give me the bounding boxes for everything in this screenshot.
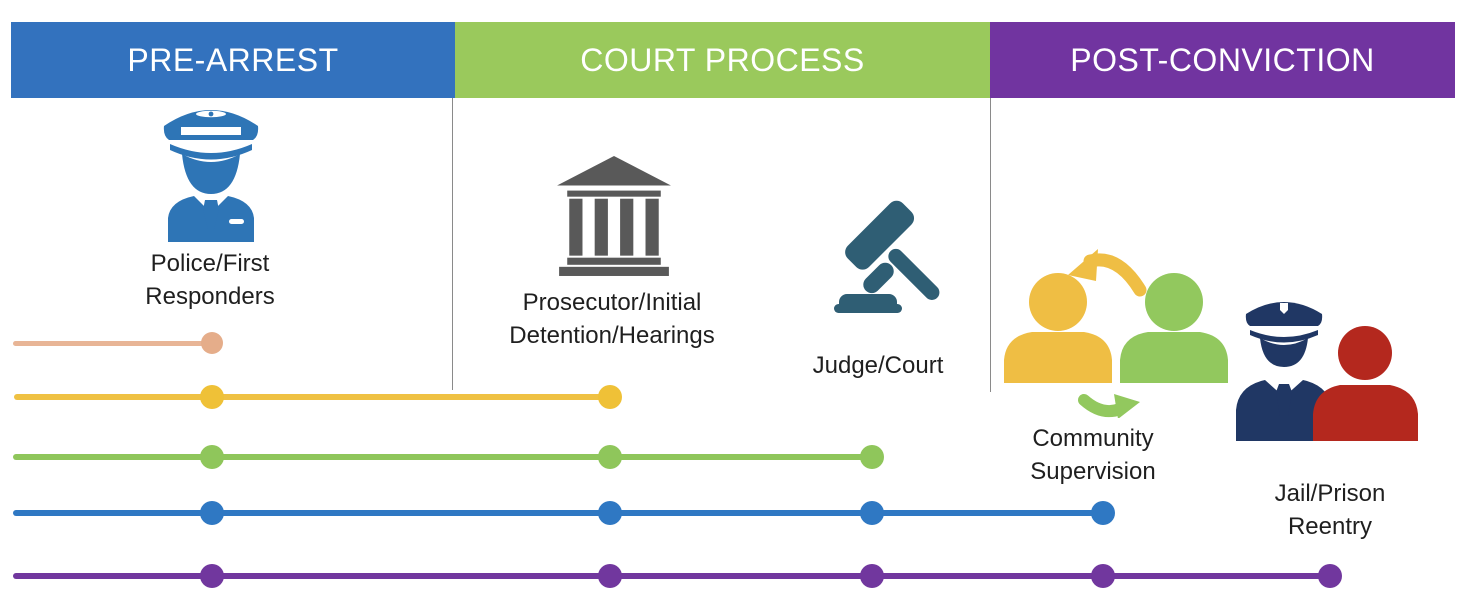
prosecutor-label-line1: Prosecutor/Initial [522,289,702,316]
section-banner-court-process: COURT PROCESS [455,22,990,98]
jail-label-line1: Jail/Prison [1274,480,1386,507]
timeline-line-track-4-community-supervision-exit [13,510,1103,516]
courthouse-icon-svg [557,156,671,276]
prosecutor-label-line2: Detention/Hearings [509,322,715,349]
community-label-line2: Supervision [1030,458,1156,485]
police-officer-icon-svg [163,110,259,242]
community-label-line1: Community [1032,425,1154,452]
timeline-line-track-5-reentry [13,573,1330,579]
timeline-dot-track-2-initial-detention-exit [200,385,224,409]
jail-label: Jail/Prison Reentry [1240,477,1420,543]
timeline-dot-track-4-community-supervision-exit [860,501,884,525]
section-banner-pre-arrest: PRE-ARREST [11,22,455,98]
judge-label: Judge/Court [788,349,968,382]
people-exchange-icon [998,248,1238,419]
timeline-line-track-2-initial-detention-exit [14,394,610,400]
timeline-line-track-3-court-exit [13,454,872,460]
timeline-line-track-1-pre-arrest-exit [13,340,212,346]
section-title-post-conviction: POST-CONVICTION [1070,41,1375,78]
people-exchange-icon-svg [1004,249,1228,419]
person-green-icon [1120,273,1228,383]
timeline-dot-track-5-reentry [860,564,884,588]
exchange-arrow-up-icon [1083,253,1147,297]
police-label: Police/First Responders [100,247,320,313]
gavel-icon-svg [834,200,940,313]
timeline-dot-track-2-initial-detention-exit [598,385,622,409]
jail-label-line2: Reentry [1287,513,1373,540]
officer-and-inmate-icon [1232,296,1422,441]
person-yellow-icon [1004,273,1112,383]
section-divider [990,98,991,392]
timeline-dot-track-4-community-supervision-exit [200,501,224,525]
section-banner-post-conviction: POST-CONVICTION [990,22,1455,98]
police-label-line1: Police/First [150,250,270,277]
timeline-dot-track-4-community-supervision-exit [1091,501,1115,525]
section-title-pre-arrest: PRE-ARREST [127,41,339,78]
timeline-dot-track-3-court-exit [200,445,224,469]
timeline-dot-track-5-reentry [598,564,622,588]
timeline-dot-track-5-reentry [1318,564,1342,588]
officer-navy-icon [1236,302,1332,441]
community-label: Community Supervision [1003,422,1183,488]
police-label-line2: Responders [145,283,275,310]
timeline-dot-track-4-community-supervision-exit [598,501,622,525]
timeline-dot-track-5-reentry [1091,564,1115,588]
courthouse-icon [553,156,675,276]
gavel-icon [823,198,943,313]
judge-label-line1: Judge/Court [812,352,944,379]
timeline-dot-track-1-pre-arrest-exit [201,332,223,354]
prosecutor-label: Prosecutor/Initial Detention/Hearings [472,286,752,352]
timeline-dot-track-5-reentry [200,564,224,588]
section-divider [452,98,453,390]
exchange-arrow-down-icon [1078,394,1126,418]
police-officer-icon [155,102,267,242]
timeline-dot-track-3-court-exit [598,445,622,469]
inmate-red-icon [1313,326,1418,441]
timeline-dot-track-3-court-exit [860,445,884,469]
officer-and-inmate-icon-svg [1236,302,1418,441]
section-title-court-process: COURT PROCESS [580,41,865,78]
